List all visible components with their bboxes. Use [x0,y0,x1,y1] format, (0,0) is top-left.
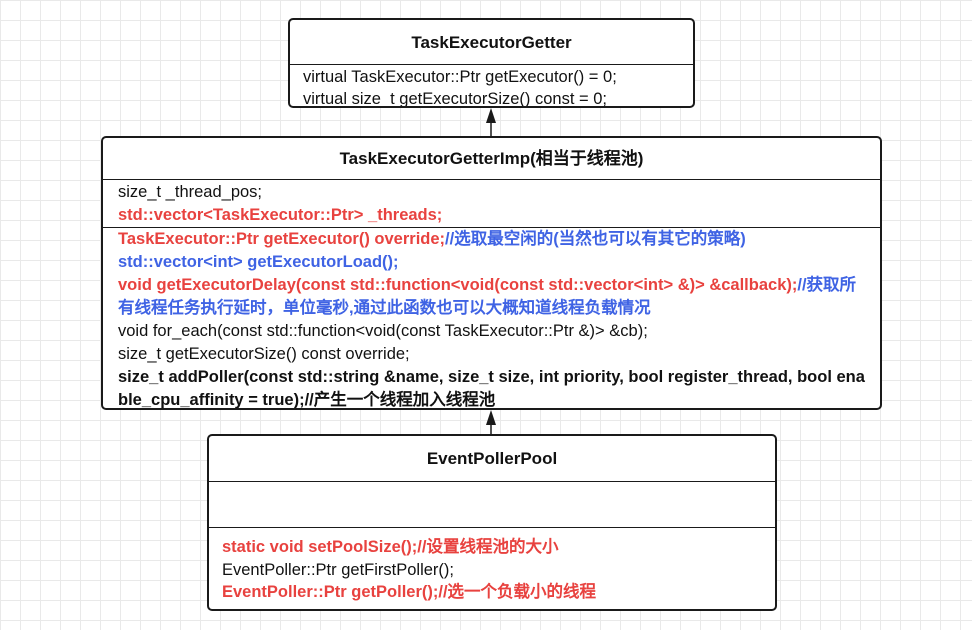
member-line: std::vector<TaskExecutor::Ptr> _threads; [118,204,880,227]
member-text: static void setPoolSize();//设置线程池的大小 [222,538,559,556]
class-methods: virtual TaskExecutor::Ptr getExecutor() … [290,65,693,108]
member-line: void getExecutorDelay(const std::functio… [118,274,872,320]
class-title: TaskExecutorGetter [290,20,693,65]
member-line: EventPoller::Ptr getPoller();//选一个负载小的线程 [222,581,775,604]
class-event-poller-pool[interactable]: EventPollerPool static void setPoolSize(… [207,434,777,611]
member-text: virtual size_t getExecutorSize() const =… [303,89,608,108]
member-line: TaskExecutor::Ptr getExecutor() override… [118,228,872,251]
member-text: std::vector<TaskExecutor::Ptr> _threads; [118,205,443,224]
class-fields [209,482,775,527]
member-line: size_t addPoller(const std::string &name… [118,366,872,409]
inheritance-arrow-pool-to-imp [486,410,496,434]
member-text: //选取最空闲的(当然也可以有其它的策略) [445,230,746,248]
member-text: std::vector<int> getExecutorLoad(); [118,253,399,271]
member-text: EventPoller::Ptr getPoller();//选一个负载小的线程 [222,583,597,601]
member-text: size_t addPoller(const std::string &name… [118,368,865,409]
member-line: static void setPoolSize();//设置线程池的大小 [222,536,775,559]
member-text: TaskExecutor::Ptr getExecutor() override… [118,230,446,248]
member-text: EventPoller::Ptr getFirstPoller(); [222,560,454,579]
member-text: size_t _thread_pos; [118,183,263,201]
class-fields: size_t _thread_pos;std::vector<TaskExecu… [103,180,880,227]
class-title: EventPollerPool [209,436,775,482]
class-methods: static void setPoolSize();//设置线程池的大小 Even… [209,527,775,604]
member-line: EventPoller::Ptr getFirstPoller(); [222,559,775,582]
arrow-head-icon [486,410,496,425]
member-text: void getExecutorDelay(const std::functio… [118,276,798,294]
member-line: std::vector<int> getExecutorLoad(); [118,251,872,274]
member-line: virtual size_t getExecutorSize() const =… [303,89,693,108]
member-text: size_t getExecutorSize() const override; [118,345,410,363]
member-text: void for_each(const std::function<void(c… [118,322,648,340]
class-task-executor-getter[interactable]: TaskExecutorGetter virtual TaskExecutor:… [288,18,695,108]
member-line: size_t getExecutorSize() const override; [118,343,872,366]
member-line: virtual TaskExecutor::Ptr getExecutor() … [303,67,693,89]
inheritance-arrow-imp-to-getter [486,108,496,136]
member-line: void for_each(const std::function<void(c… [118,320,872,343]
class-title: TaskExecutorGetterImp(相当于线程池) [103,138,880,180]
arrow-head-icon [486,108,496,123]
class-task-executor-getter-imp[interactable]: TaskExecutorGetterImp(相当于线程池) size_t _th… [101,136,882,410]
member-text: //获取所有线程任务执行延时，单位毫秒,通过此函数也可以大概知道线程负载情况 [118,276,857,317]
class-methods: TaskExecutor::Ptr getExecutor() override… [103,227,880,409]
member-text: virtual TaskExecutor::Ptr getExecutor() … [303,68,617,86]
member-line: size_t _thread_pos; [118,181,880,204]
